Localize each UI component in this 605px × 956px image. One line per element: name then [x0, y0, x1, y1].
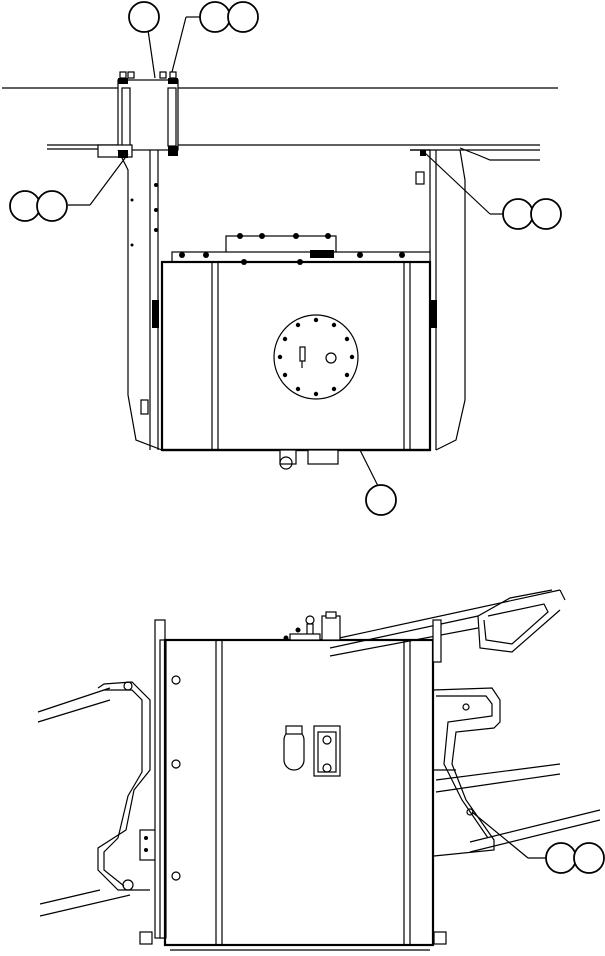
left-support-plate: [117, 149, 163, 451]
left-bracket-assembly: [97, 681, 162, 891]
tank-bottom-fittings: [279, 449, 339, 470]
tank-cover-plate: [273, 314, 359, 400]
callout-left-pair: [9, 153, 129, 222]
callout-top-pair: [171, 1, 259, 73]
lower-frame: [37, 687, 601, 917]
side-view: [37, 589, 601, 951]
boom-arm: [329, 589, 566, 657]
side-bottom-clamps: [139, 931, 447, 945]
tank-top-fittings: [171, 233, 431, 265]
hydraulic-tank-side: [163, 638, 435, 951]
callout-tank-bottom: [359, 449, 397, 516]
hydraulic-tank-top: [152, 260, 437, 452]
right-bracket-assembly: [432, 619, 501, 857]
tank-side-top-fittings: [283, 611, 341, 641]
callouts: [9, 1, 605, 874]
callout-lower-right-pair: [471, 811, 605, 874]
tank-side-filter: [283, 725, 341, 777]
callout-right-pair: [423, 151, 562, 230]
top-mount-bracket: [97, 71, 179, 158]
callout-top-single: [128, 1, 160, 79]
top-view: [2, 71, 558, 470]
